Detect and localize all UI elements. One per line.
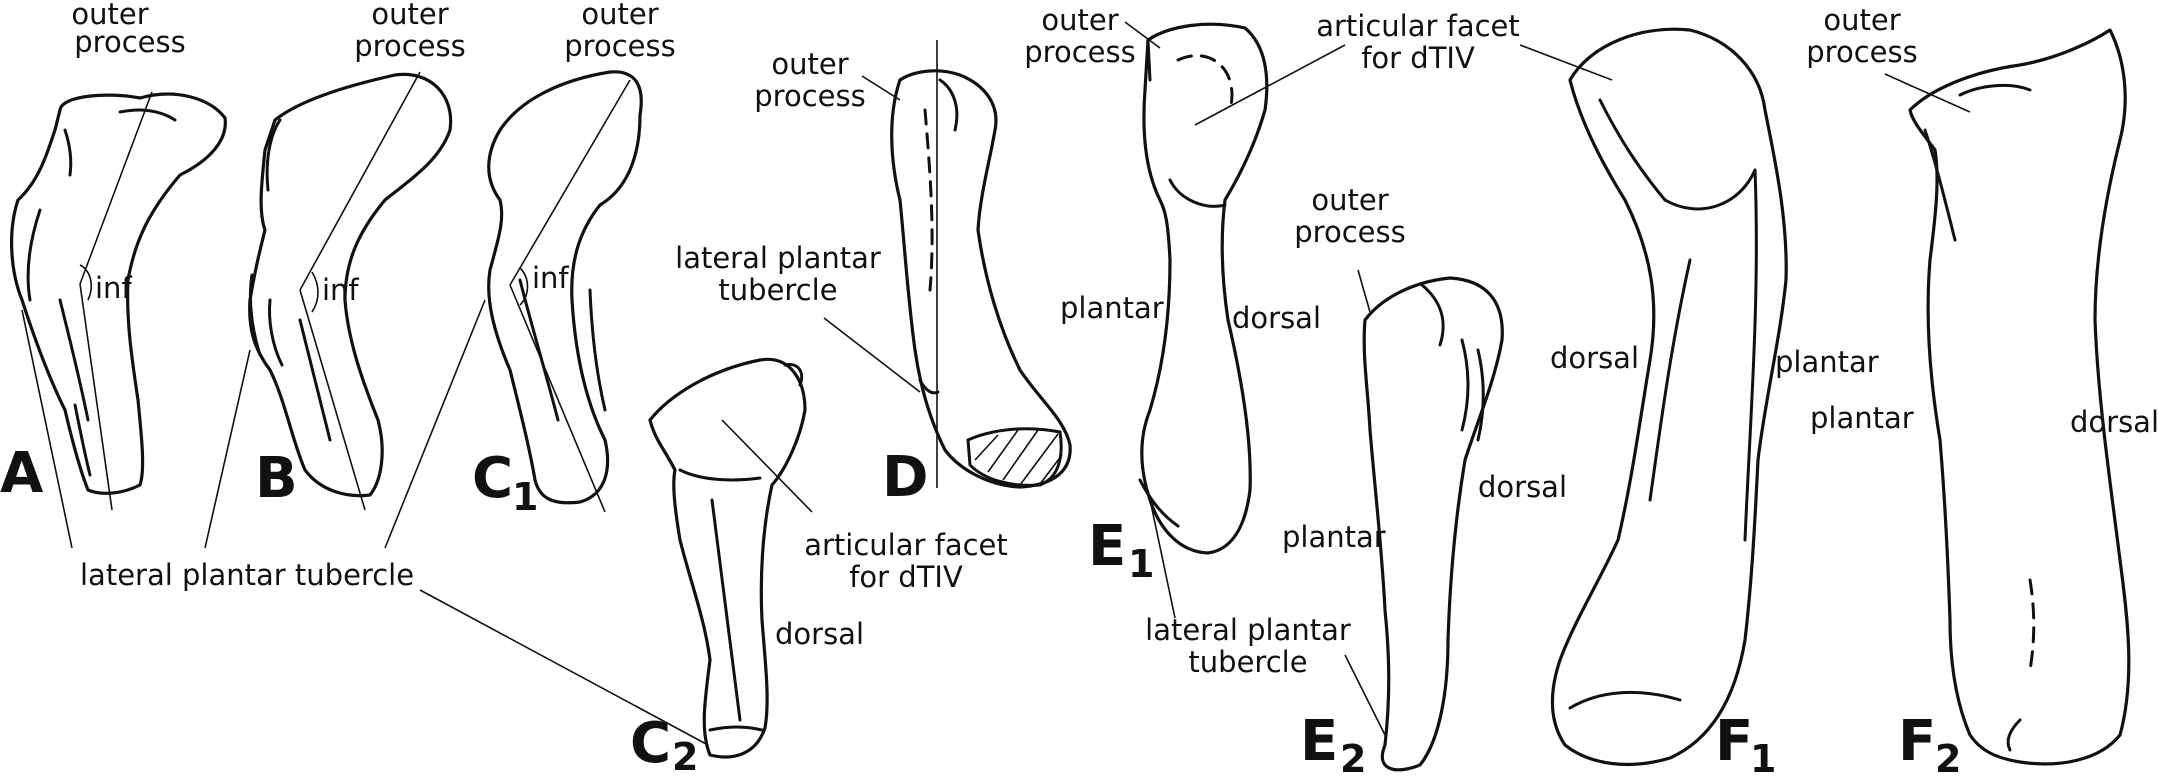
panel-a-outer-process-label: outer process xyxy=(71,0,185,59)
panel-e2-outer-process-leader xyxy=(1357,269,1371,313)
panel-b-letter-main: B xyxy=(255,446,298,511)
panel-f1-bone xyxy=(1550,27,1788,767)
panel-d-bone xyxy=(890,69,1072,489)
panel-f1-facet-leader xyxy=(1519,44,1613,81)
panel-d-outer-process-label: outer process xyxy=(754,47,865,113)
panel-e1-process-label: process xyxy=(1024,35,1135,69)
panel-b-guide-lines xyxy=(299,71,421,511)
panel-e1-letter-main: E xyxy=(1088,514,1126,579)
panel-e2-dorsal-label: dorsal xyxy=(1478,470,1567,504)
panel-f2-process-label: process xyxy=(1806,35,1917,69)
panel-d-letter-main: D xyxy=(882,445,928,510)
panel-a-guide-lines xyxy=(79,91,153,511)
panel-f2-outer-label: outer xyxy=(1823,3,1900,37)
panel-f2-bone xyxy=(1908,28,2131,766)
panel-e2-letter-sub: 2 xyxy=(1340,737,1366,777)
panel-c2-bone xyxy=(648,357,807,759)
panel-d-outer-label: outer xyxy=(771,47,848,81)
panel-f2-letter-sub: 2 xyxy=(1935,737,1961,777)
panel-d-lateral-plantar-label: lateral plantar xyxy=(675,241,881,275)
panel-e2-bone xyxy=(1362,276,1504,772)
panel-a-letter-main: A xyxy=(0,441,44,506)
panel-b-letter: B xyxy=(255,446,298,511)
panel-b-outer-label: outer xyxy=(371,0,448,31)
panel-d-hatched-area xyxy=(966,427,1063,487)
panel-f1-letter: F 1 xyxy=(1715,709,1776,777)
panel-c1-guide-lines xyxy=(509,79,631,513)
panel-e2-outer-process-label: outer process xyxy=(1294,183,1405,249)
panel-c1-outer-label: outer xyxy=(581,0,658,31)
lateral-plantar-tubercle-leaders xyxy=(21,299,709,746)
panel-c1-process-label: process xyxy=(564,29,675,63)
panel-c1-outer-process-label: outer process xyxy=(564,0,675,63)
panel-e1-tubercle-label: tubercle xyxy=(1188,645,1307,679)
panel-e1-bone xyxy=(1138,22,1269,555)
panel-b-inf-label: inf xyxy=(322,273,359,307)
panel-d-process-label: process xyxy=(754,79,865,113)
panel-f2-dorsal-label: dorsal xyxy=(2070,405,2159,439)
panel-e2-tubercle-leader xyxy=(1344,654,1386,736)
panel-e1-letter-sub: 1 xyxy=(1128,542,1154,586)
panel-f2-letter: F 2 xyxy=(1898,709,1961,777)
panel-e2-process-label: process xyxy=(1294,215,1405,249)
panel-f2-outer-process-leader xyxy=(1884,73,1971,113)
panel-d-lateral-plantar-tubercle-label: lateral plantar tubercle xyxy=(675,241,881,307)
panel-e1-dorsal-label: dorsal xyxy=(1232,301,1321,335)
panel-c1-inf-label: inf xyxy=(532,261,569,295)
lateral-plantar-tubercle-label: lateral plantar tubercle xyxy=(80,558,414,592)
panel-c1-letter: C 1 xyxy=(472,446,538,519)
panel-e1-outer-process-leader xyxy=(1124,21,1161,49)
panel-c2-facet-leader xyxy=(721,419,813,513)
panel-a-outer-label: outer xyxy=(71,0,148,31)
panel-c1-letter-sub: 1 xyxy=(512,475,538,519)
panel-c1-letter-main: C xyxy=(472,446,513,511)
panel-e2-letter-main: E xyxy=(1300,709,1338,774)
panel-e2-outer-label: outer xyxy=(1311,183,1388,217)
panel-a-inf-label: inf xyxy=(95,271,132,305)
panel-c2-facet-label: articular facet xyxy=(804,528,1008,562)
panel-e1-facet-leader xyxy=(1194,44,1346,126)
panel-e1-outer-process-label: outer process xyxy=(1024,3,1135,69)
panel-e2-letter: E 2 xyxy=(1300,709,1366,777)
panel-e1-facet-label: articular facet xyxy=(1316,9,1520,43)
panel-c2-letter-sub: 2 xyxy=(672,735,698,777)
panel-c2-articular-facet-label: articular facet for dTIV xyxy=(804,528,1008,594)
panel-a-process-label: process xyxy=(74,25,185,59)
panel-e1-tubercle-leader xyxy=(1147,489,1176,619)
panel-c2-dorsal-label: dorsal xyxy=(775,617,864,651)
panel-f2-letter-main: F xyxy=(1898,709,1936,774)
panel-b-outer-process-label: outer process xyxy=(354,0,465,63)
panel-c1-bone xyxy=(487,70,643,505)
panel-f1-plantar-label: plantar xyxy=(1775,345,1879,379)
panel-d-outer-process-leader xyxy=(861,75,901,101)
panel-e1-plantar-label: plantar xyxy=(1060,291,1164,325)
panel-b-process-label: process xyxy=(354,29,465,63)
panel-e1-lateral-plantar-label: lateral plantar xyxy=(1145,613,1351,647)
panel-c2-letter-main: C xyxy=(630,711,671,776)
panel-e1-lateral-plantar-tubercle-label: lateral plantar tubercle xyxy=(1145,613,1351,679)
panel-e1-articular-facet-label: articular facet for dTIV xyxy=(1316,9,1520,75)
panel-f1-dorsal-label: dorsal xyxy=(1550,341,1639,375)
panel-a-letter: A xyxy=(0,441,44,506)
panel-f1-letter-main: F xyxy=(1715,709,1753,774)
panel-d-letter: D xyxy=(882,445,928,510)
panel-b-bone xyxy=(248,72,453,498)
panel-c2-for-dtiv-label: for dTIV xyxy=(849,560,963,594)
panel-e1-for-dtiv-label: for dTIV xyxy=(1361,41,1475,75)
panel-e1-letter: E 1 xyxy=(1088,514,1154,586)
panel-a-bone xyxy=(10,92,227,495)
panel-e1-outer-label: outer xyxy=(1041,3,1118,37)
panel-e2-plantar-label: plantar xyxy=(1282,520,1386,554)
panel-f1-letter-sub: 1 xyxy=(1750,737,1776,777)
panel-f2-plantar-label: plantar xyxy=(1810,401,1914,435)
panel-d-tubercle-label: tubercle xyxy=(718,273,837,307)
panel-f2-outer-process-label: outer process xyxy=(1806,3,1917,69)
panel-d-tubercle-leader xyxy=(823,317,921,393)
